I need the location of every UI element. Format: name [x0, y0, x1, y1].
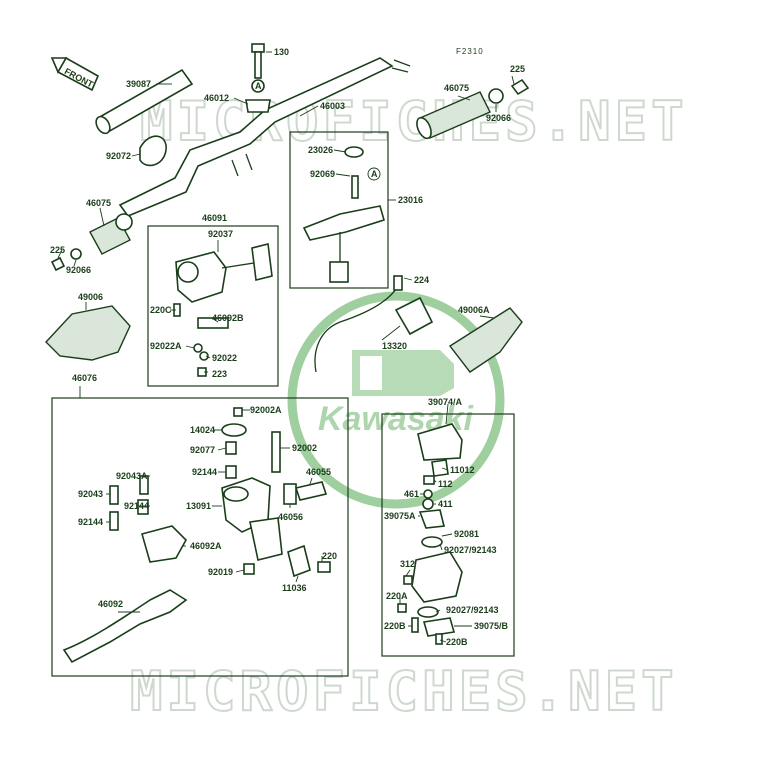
label-92144-top: 92144 [192, 467, 217, 477]
box-39074a [381, 413, 515, 657]
kawasaki-logo: Kawasaki [287, 291, 505, 509]
label-11036: 11036 [282, 583, 307, 593]
label-49006: 49006 [78, 292, 103, 302]
bolt-130 [251, 43, 265, 79]
callout-a-23016-ring [367, 167, 381, 181]
label-92027-top: 92027/92143 [444, 545, 497, 555]
handlebar [118, 57, 411, 217]
label-92072: 92072 [106, 151, 131, 161]
label-225-left: 225 [50, 245, 65, 255]
label-411: 411 [438, 499, 453, 509]
label-220c: 220C [150, 305, 172, 315]
label-92037: 92037 [208, 229, 233, 239]
label-39075a: 39075A [384, 511, 416, 521]
label-92027-low: 92027/92143 [446, 605, 499, 615]
label-13320: 13320 [382, 341, 407, 351]
label-46012: 46012 [204, 93, 229, 103]
label-11012: 11012 [450, 465, 475, 475]
callout-a-46012: A [255, 81, 262, 91]
cover-49006 [45, 305, 131, 361]
watermark-bottom: MICROFICHES.NET [130, 660, 678, 723]
label-220b-low: 220B [446, 637, 468, 647]
label-46092: 46092 [98, 599, 123, 609]
label-223: 223 [212, 369, 227, 379]
box-46076 [51, 397, 349, 677]
grip-39087 [95, 68, 194, 135]
label-49006a: 49006A [458, 305, 490, 315]
label-220a: 220A [386, 591, 408, 601]
label-92077: 92077 [190, 445, 215, 455]
grip-46075-right [416, 78, 530, 140]
label-130: 130 [274, 47, 289, 57]
label-112: 112 [438, 479, 453, 489]
box-23016 [289, 131, 389, 289]
label-92043a: 92043A [116, 471, 148, 481]
label-92022: 92022 [212, 353, 237, 363]
cover-49006a [448, 307, 523, 373]
label-39074a: 39074/A [428, 397, 463, 407]
front-arrow: FRONT [50, 56, 100, 92]
diagram-code: F2310 [456, 47, 484, 56]
bracket-23016 [302, 146, 385, 283]
label-92002: 92002 [292, 443, 317, 453]
reservoir-39074a [397, 423, 463, 645]
switch-46091 [173, 243, 273, 377]
label-92144-low: 92144 [78, 517, 103, 527]
master-cylinder-46076 [62, 407, 331, 664]
leader-lines [57, 51, 515, 643]
label-92144-mid: 92144 [124, 501, 149, 511]
clamp-92072 [139, 135, 167, 167]
label-46056: 46056 [278, 512, 303, 522]
label-92081: 92081 [454, 529, 479, 539]
label-13091: 13091 [186, 501, 211, 511]
callout-a-23016: A [371, 169, 378, 179]
label-46075-right: 46075 [444, 83, 469, 93]
label-461: 461 [404, 489, 419, 499]
label-225-right: 225 [510, 64, 525, 74]
callout-a-46012-ring [251, 79, 265, 93]
label-92066-right: 92066 [486, 113, 511, 123]
label-46075-left: 46075 [86, 198, 111, 208]
label-92002a: 92002A [250, 405, 282, 415]
label-23016: 23016 [398, 195, 423, 205]
label-220b-left: 220B [384, 621, 406, 631]
label-92066-left: 92066 [66, 265, 91, 275]
label-92022a-top: 92022A [150, 341, 182, 351]
label-46092b: 46092B [212, 313, 244, 323]
grip-46075-left [50, 213, 133, 272]
label-23026: 23026 [308, 145, 333, 155]
box-46091 [147, 225, 279, 387]
label-39075b: 39075/B [474, 621, 509, 631]
label-46091: 46091 [202, 213, 227, 223]
label-46076: 46076 [72, 373, 97, 383]
part-labels: 130 39087 46012 46003 225 46075 92066 92… [50, 47, 525, 647]
label-46092a: 46092A [190, 541, 222, 551]
label-220: 220 [322, 551, 337, 561]
label-92069: 92069 [310, 169, 335, 179]
cable-assembly [314, 275, 434, 373]
label-39087: 39087 [126, 79, 151, 89]
label-312: 312 [400, 559, 415, 569]
label-46003: 46003 [320, 101, 345, 111]
label-14024: 14024 [190, 425, 215, 435]
label-224: 224 [414, 275, 429, 285]
label-92019: 92019 [208, 567, 233, 577]
label-92043: 92043 [78, 489, 103, 499]
label-46055: 46055 [306, 467, 331, 477]
